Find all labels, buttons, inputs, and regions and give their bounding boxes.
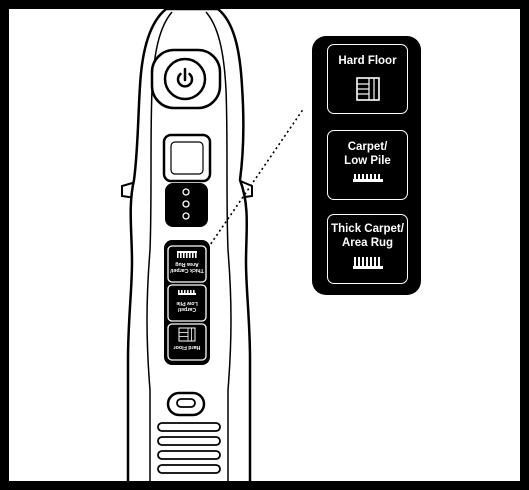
device-button-label-line2: Area Rug bbox=[175, 261, 199, 267]
mode-card-thick-carpet: Thick Carpet/ Area Rug bbox=[327, 214, 408, 284]
power-icon bbox=[176, 67, 194, 88]
mode-card-low-pile: Carpet/ Low Pile bbox=[327, 130, 408, 200]
device-button-thick-carpet[interactable]: Thick Carpet/ Area Rug bbox=[167, 245, 207, 283]
low-pile-icon bbox=[352, 174, 383, 182]
mode-label-hard-floor: Hard Floor bbox=[338, 55, 397, 67]
indicator-light-1 bbox=[182, 188, 190, 196]
device-button-label: Hard Floor bbox=[174, 344, 201, 350]
indicator-light-3 bbox=[182, 212, 190, 220]
grip-button-inner bbox=[176, 398, 196, 408]
indicator-light-2 bbox=[182, 200, 190, 208]
grip-ribs bbox=[157, 422, 221, 474]
device-button-label-line2: Low Pile bbox=[176, 300, 198, 306]
handle-inner-contour-right bbox=[205, 11, 232, 481]
hard-floor-icon-small bbox=[178, 327, 196, 342]
thick-carpet-icon bbox=[352, 257, 383, 269]
grip-button[interactable] bbox=[166, 391, 206, 417]
device-button-label-line1: Thick Carpet/ bbox=[170, 267, 204, 273]
handle-inner-contour-left bbox=[146, 11, 173, 481]
device-button-hard-floor[interactable]: Hard Floor bbox=[167, 323, 207, 361]
low-pile-icon-small bbox=[178, 290, 196, 295]
floor-mode-callout: Hard Floor Carpet/ Low Pile bbox=[312, 36, 421, 295]
mode-label-thick-carpet-line1: Thick Carpet/ bbox=[331, 223, 404, 235]
callout-leader-line bbox=[207, 107, 305, 249]
display-window bbox=[162, 133, 212, 183]
mode-card-hard-floor: Hard Floor bbox=[327, 44, 408, 114]
device-button-label-line1: Carpet/ bbox=[177, 306, 196, 312]
indicator-module bbox=[165, 183, 208, 227]
hard-floor-icon bbox=[355, 77, 380, 101]
display-window-inner bbox=[170, 141, 204, 175]
device-button-low-pile[interactable]: Carpet/ Low Pile bbox=[167, 284, 207, 322]
vacuum-handle-illustration: Thick Carpet/ Area Rug Carpet/ Low Pile bbox=[121, 9, 305, 481]
mode-label-thick-carpet-line2: Area Rug bbox=[341, 237, 394, 249]
thick-carpet-icon-small bbox=[177, 251, 197, 258]
mode-label-low-pile-line1: Carpet/ bbox=[347, 141, 388, 153]
mode-label-low-pile-line2: Low Pile bbox=[344, 155, 391, 167]
